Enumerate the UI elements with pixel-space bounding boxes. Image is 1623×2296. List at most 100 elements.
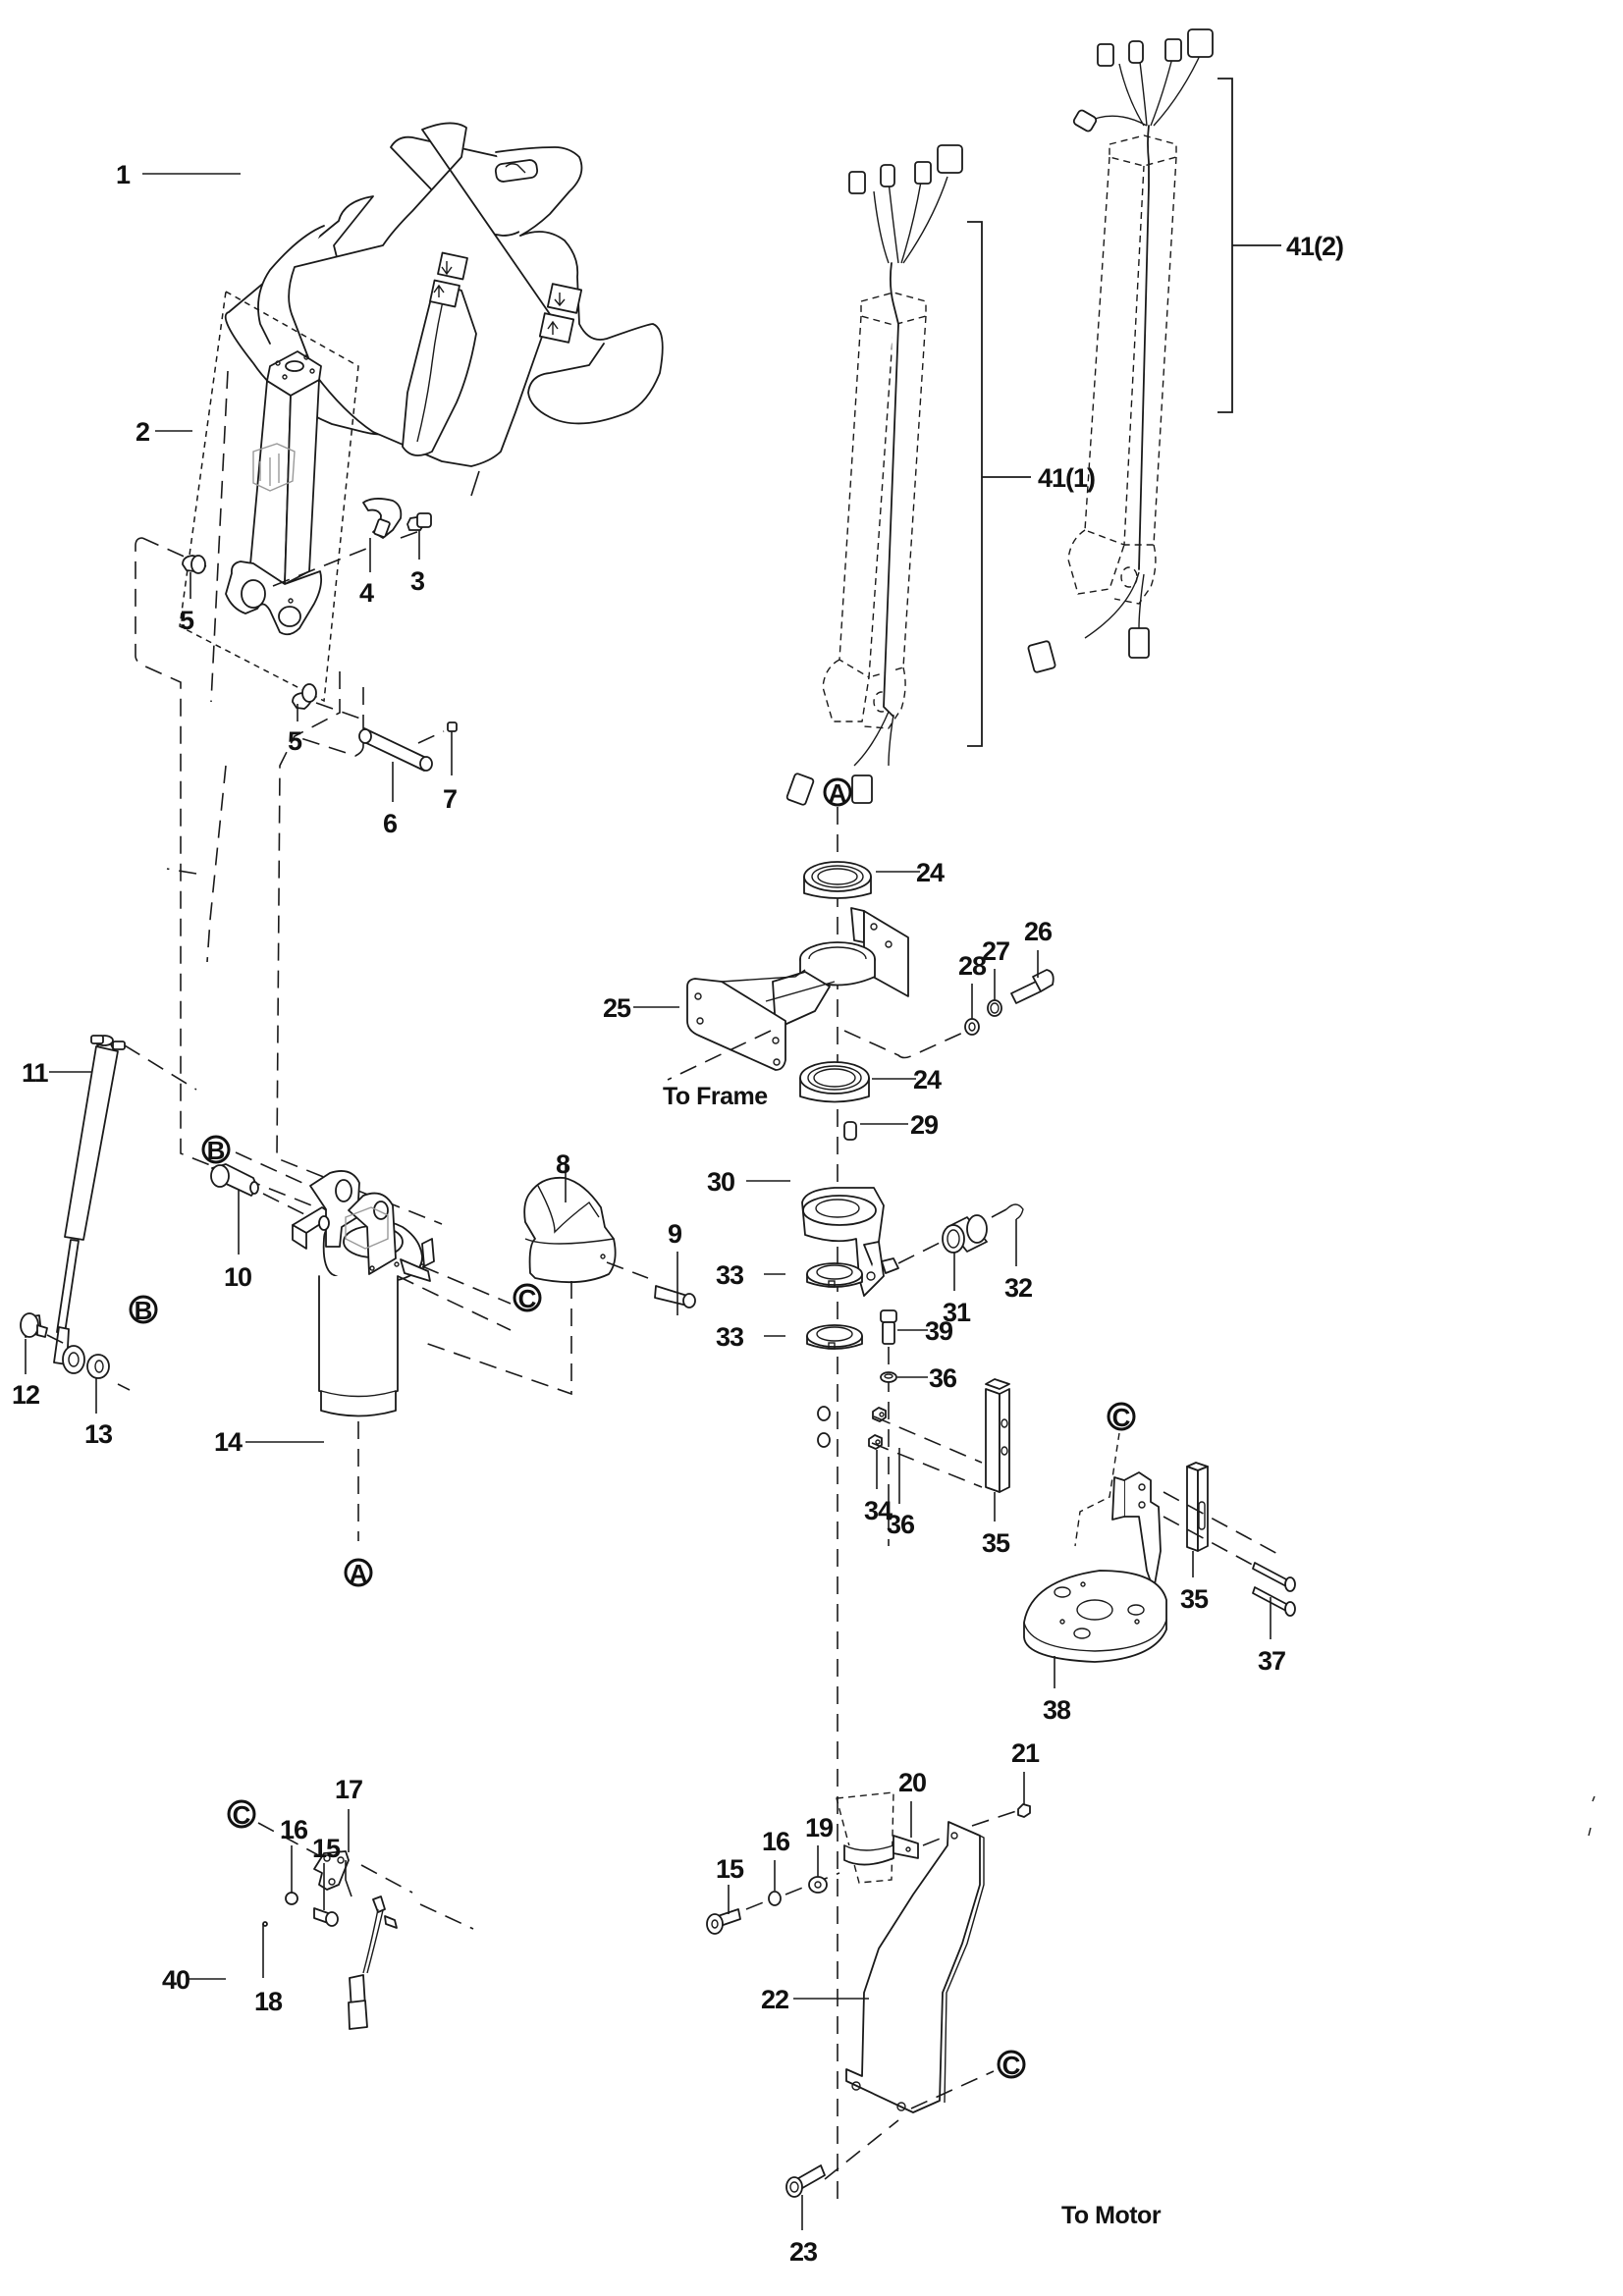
- part-17-bracket: [313, 1850, 352, 1897]
- ghost-cable: [1074, 1432, 1120, 1547]
- axis-clamp-nut: [922, 1810, 1017, 1846]
- svg-text:B: B: [135, 1296, 153, 1325]
- label-part-18: 18: [254, 1987, 283, 2016]
- part-33-locknut-upper: [806, 1262, 863, 1288]
- part-37-long-bolts: [1252, 1562, 1296, 1617]
- part-38-motor-plate: [1023, 1471, 1167, 1663]
- part-16-washer-switch: [285, 1892, 298, 1905]
- svg-text:A: A: [829, 778, 847, 808]
- label-part-35b: 35: [1180, 1584, 1209, 1614]
- svg-text:C: C: [518, 1284, 537, 1313]
- ref-a-bottom: A: [344, 1558, 373, 1588]
- label-part-36a: 36: [929, 1363, 957, 1393]
- label-part-41-1: 41(1): [1038, 463, 1095, 493]
- axis-pin: [315, 702, 364, 721]
- note-to-motor: To Motor: [1061, 2202, 1162, 2229]
- ref-c-switch: C: [227, 1799, 256, 1830]
- label-part-13: 13: [84, 1419, 113, 1449]
- axis-cover-screw: [606, 1261, 649, 1279]
- label-part-35a: 35: [982, 1528, 1010, 1558]
- part-8-cover: [523, 1176, 617, 1284]
- label-part-23: 23: [789, 2237, 818, 2267]
- part-36-washer-upper: [880, 1371, 897, 1383]
- svg-text:C: C: [1112, 1403, 1131, 1432]
- part-40-microswitch: [348, 1896, 386, 2030]
- ref-c-bracket: C: [997, 2050, 1026, 2080]
- part-41-2-harness: [1027, 28, 1214, 673]
- label-part-17: 17: [335, 1775, 362, 1804]
- label-part-2: 2: [135, 417, 149, 447]
- label-part-38: 38: [1043, 1695, 1071, 1725]
- axis-c-column: [397, 1265, 512, 1331]
- label-part-27: 27: [982, 936, 1009, 966]
- label-part-19: 19: [805, 1813, 834, 1842]
- label-part-21: 21: [1011, 1738, 1040, 1768]
- part-7-set-screw: [447, 721, 458, 732]
- label-part-37: 37: [1258, 1646, 1285, 1676]
- label-part-15b: 15: [312, 1834, 341, 1863]
- part-3-screw: [406, 512, 432, 531]
- part-21-nut: [1017, 1803, 1031, 1818]
- label-part-3: 3: [410, 566, 425, 596]
- part-35-block-right: [1186, 1462, 1209, 1552]
- label-part-26: 26: [1024, 917, 1053, 946]
- part-12-screw: [20, 1312, 48, 1338]
- part-4-clamp: [362, 498, 403, 539]
- part-27-washer: [987, 999, 1002, 1017]
- note-to-frame: To Frame: [663, 1083, 768, 1110]
- axis-clamp: [272, 529, 423, 587]
- ref-c-column: C: [513, 1283, 542, 1313]
- axis-to-frame: [667, 1030, 772, 1081]
- axis-arm-to-knuckle: [206, 370, 229, 963]
- part-22-cable-bracket: [845, 1821, 985, 2113]
- part-20-cable-clamp: [836, 1791, 919, 1884]
- part-16-washer-bracket: [768, 1891, 782, 1906]
- label-part-11: 11: [22, 1058, 49, 1088]
- label-part-28: 28: [958, 951, 987, 981]
- label-part-33a: 33: [716, 1260, 744, 1290]
- axis-setscrew: [417, 730, 445, 744]
- axis-cover: [421, 1281, 572, 1396]
- part-29-key: [843, 1121, 857, 1141]
- part-28-washer: [964, 1018, 980, 1036]
- ref-b-upper: B: [201, 1135, 231, 1165]
- part-35-block-left: [985, 1378, 1010, 1493]
- label-part-32: 32: [1004, 1273, 1032, 1303]
- part-26-bolt: [1010, 969, 1055, 1004]
- part-31-roller: [942, 1214, 988, 1254]
- label-part-16a: 16: [762, 1827, 790, 1856]
- label-part-31: 31: [943, 1298, 971, 1327]
- label-part-1: 1: [116, 160, 131, 189]
- part-9-screw: [654, 1285, 696, 1308]
- label-part-22: 22: [761, 1985, 788, 2014]
- axis-switch: [257, 1822, 474, 1930]
- part-32-circlip: [1005, 1203, 1024, 1220]
- part-25-mount-bracket: [686, 907, 909, 1071]
- part-33-locknut-lower: [806, 1324, 863, 1350]
- part-19-washer: [808, 1876, 828, 1894]
- svg-text:C: C: [233, 1800, 251, 1830]
- label-part-33b: 33: [716, 1322, 744, 1352]
- part-5-bushing-left: [182, 555, 206, 574]
- label-part-39: 39: [925, 1316, 953, 1346]
- part-39-bolt: [880, 1309, 897, 1345]
- part-10-shoulder-screw: [210, 1163, 259, 1197]
- label-part-40: 40: [162, 1965, 189, 1995]
- part-15-screw-switch: [313, 1907, 339, 1927]
- part-15-screw-bracket: [706, 1908, 741, 1935]
- bracket-41-1: [967, 221, 983, 747]
- label-part-12: 12: [12, 1380, 39, 1410]
- ref-a-top: A: [823, 777, 852, 808]
- axis-bracket-bolt: [745, 1872, 840, 1910]
- part-2-group-outline: [179, 290, 359, 703]
- part-14-steering-column: [292, 1170, 435, 1417]
- label-part-16b: 16: [280, 1815, 308, 1844]
- axis-bracket-screw: [843, 1030, 968, 1059]
- svg-text:B: B: [207, 1136, 226, 1165]
- label-part-5a: 5: [180, 606, 194, 635]
- label-part-4: 4: [359, 578, 374, 608]
- part-41-1-harness: [785, 144, 963, 806]
- label-part-14: 14: [214, 1427, 243, 1457]
- stray-mark: [1588, 1795, 1596, 1837]
